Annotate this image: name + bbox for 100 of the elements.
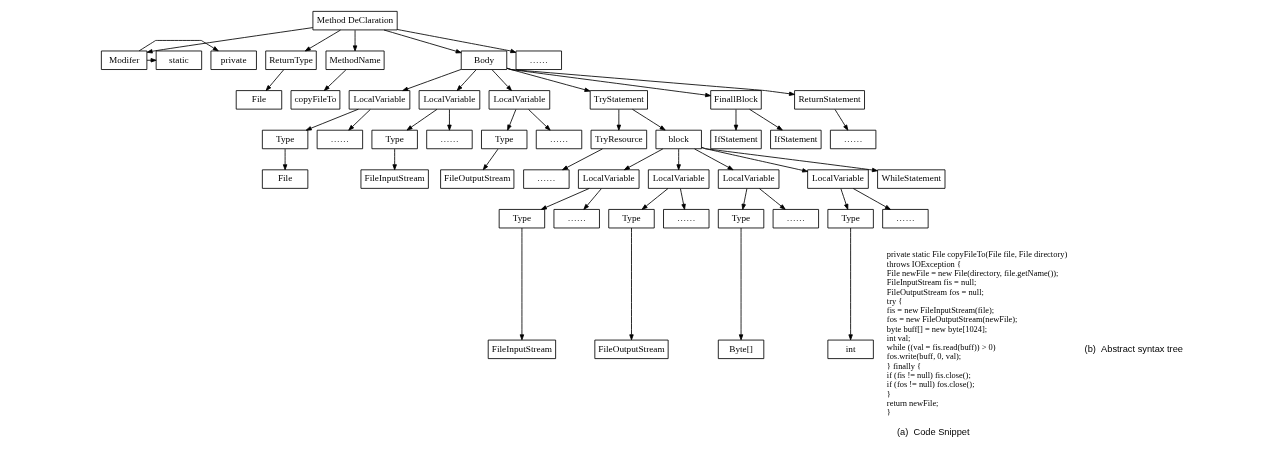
arrow: [491, 69, 512, 91]
node-box: LocalVariable: [807, 169, 869, 189]
arrow: [383, 29, 462, 54]
node-box: ……: [882, 209, 929, 229]
node-box: Type: [827, 209, 874, 229]
label: fos.write(buff, 0, val);: [886, 351, 962, 362]
arrow: [852, 188, 891, 210]
node-box: ReturnType: [265, 50, 317, 70]
node-box: Type: [717, 209, 765, 229]
node-box: File: [261, 169, 309, 189]
node-box: LocalVariable: [717, 169, 780, 189]
node-box: ReturnStatement: [794, 90, 865, 110]
arrow: [506, 67, 712, 98]
node-box: MethodName: [325, 50, 385, 70]
arrow: [623, 148, 664, 171]
label: }: [886, 407, 891, 418]
label: File newFile = new File(directory, file.getName());: [886, 268, 1059, 279]
node-box: ……: [426, 129, 473, 150]
arrow: [848, 227, 853, 341]
node-box: ……: [772, 209, 819, 229]
label: FileInputStream fis = null;: [886, 277, 977, 288]
node-box: block: [655, 129, 702, 150]
arrow: [402, 69, 462, 91]
arrow: [406, 108, 438, 131]
node-box: ……: [553, 209, 600, 229]
node-box: TryStatement: [589, 90, 648, 110]
arrow: [840, 188, 849, 210]
label: byte buff[] = new byte[1024];: [886, 323, 988, 334]
label: return newFile;: [886, 397, 939, 408]
label: FileOutputStream fos = null;: [886, 286, 984, 297]
arrow: [528, 109, 551, 131]
node-box: TryResource: [590, 129, 648, 150]
node-box: ……: [515, 50, 562, 70]
arrow: [323, 69, 347, 91]
node-box: IfStatement: [770, 129, 822, 150]
node-box: ……: [663, 209, 710, 229]
node-box: int: [827, 339, 874, 360]
arrow: [304, 29, 341, 52]
arrow: [749, 108, 783, 131]
label: try {: [886, 295, 903, 306]
arrow: [758, 188, 786, 210]
node-box: ……: [523, 169, 570, 189]
arrow: [733, 109, 739, 131]
arrow: [506, 67, 795, 96]
node-box: copyFileTo: [290, 90, 341, 110]
arrow: [447, 109, 452, 131]
arrow: [701, 147, 878, 173]
arrow: [482, 148, 499, 171]
arrow: [616, 109, 622, 131]
arrow: [348, 109, 371, 131]
arrow: [834, 109, 849, 131]
node-box: ……: [829, 129, 877, 150]
arrow: [676, 148, 681, 171]
node-box: LocalVariable: [488, 90, 551, 110]
arrow: [540, 188, 590, 210]
label: fos = new FileOutputStream(newFile);: [886, 314, 1018, 325]
node-box: static: [155, 50, 203, 70]
node-box: LocalVariable: [348, 90, 411, 110]
arrow: [146, 27, 314, 54]
arrow: [629, 227, 634, 341]
node-box: Body: [460, 50, 508, 70]
node-box: Type: [261, 129, 309, 150]
arrow: [507, 109, 517, 131]
arrow: [282, 148, 288, 171]
node-box: private: [210, 50, 257, 70]
node-box: FinallBlock: [710, 90, 762, 110]
node-box: ……: [535, 129, 583, 150]
node-box: Type: [498, 209, 546, 229]
node-box: FileOutputStream: [440, 169, 515, 189]
label: private static File copyFileTo(File file, File directory): [886, 249, 1068, 260]
arrow: [694, 148, 734, 171]
arrow: [519, 227, 525, 341]
arrow: [352, 29, 358, 52]
label: (b) Abstract syntax tree: [1084, 343, 1183, 354]
node-box: ……: [316, 129, 364, 150]
label: }: [886, 388, 891, 399]
arrow: [562, 148, 603, 171]
arrow: [632, 108, 666, 131]
node-box: LocalVariable: [577, 169, 640, 189]
arrow: [456, 69, 477, 91]
arrow: [506, 67, 591, 92]
arrow: [680, 188, 686, 210]
label: throws IOException {: [886, 258, 961, 269]
node-box: Type: [371, 129, 418, 150]
node-box: Method DeClaration: [312, 10, 398, 31]
node-box: Byte[]: [717, 339, 765, 360]
label: (a) Code Snippet: [896, 427, 970, 438]
arrow: [641, 188, 669, 210]
arrow: [738, 227, 744, 341]
label: while ((val = fis.read(buff)) > 0): [886, 342, 996, 353]
label: fis = new FileInputStream(file);: [886, 305, 995, 316]
label: } finally {: [886, 360, 922, 371]
arrow: [146, 58, 157, 63]
node-box: WhileStatement: [877, 169, 946, 189]
arrow: [265, 69, 284, 91]
arrow: [305, 108, 359, 131]
arrow: [138, 40, 219, 52]
node-box: Type: [608, 209, 655, 229]
node-box: FileOutputStream: [594, 339, 669, 360]
node-box: IfStatement: [710, 129, 762, 150]
